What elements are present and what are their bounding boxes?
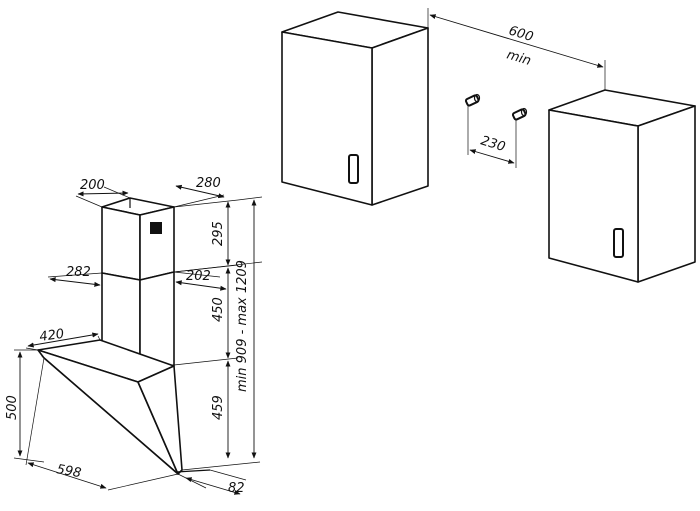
dimension-cabinet-gap: 600 min (427, 8, 606, 90)
cabinet-right-handle (613, 228, 624, 258)
wall-brackets: 230 (464, 93, 528, 168)
bracket-right-icon (511, 107, 528, 121)
vent-grille-icon (150, 222, 162, 234)
label-total-height-range: min 909 - max 1209 (235, 260, 250, 392)
dimension-hood: 420 500 598 82 (5, 327, 247, 496)
label-chimney-lower-height: 450 (211, 297, 226, 322)
cabinet-right-side (637, 105, 696, 283)
dimension-vertical-stack: 295 450 459 min 909 - max 1209 (173, 196, 263, 471)
label-bottom-offset: 82 (228, 481, 245, 496)
chimney-upper-side (139, 206, 175, 281)
label-hood-depth: 420 (38, 327, 65, 345)
chimney-upper-front (101, 206, 141, 281)
cabinet-left-handle (348, 154, 359, 184)
label-hood-width: 598 (55, 462, 82, 481)
label-hood-width-top: 280 (196, 176, 221, 191)
dimension-chimney-middle: 282 202 (47, 265, 227, 291)
bracket-left-icon (464, 93, 481, 107)
cabinet-right-front (548, 109, 639, 283)
label-cabinet-gap-min: min (505, 47, 533, 69)
label-cabinet-gap: 600 (507, 23, 535, 45)
cabinet-left-side (371, 27, 429, 206)
label-hood-height: 500 (5, 395, 20, 420)
label-bracket-spacing: 230 (479, 133, 507, 155)
label-chimney-lower-depth: 282 (66, 265, 91, 280)
hood-chimney (101, 197, 175, 373)
label-chimney-upper-height: 295 (211, 221, 226, 246)
wall-cabinet-left (281, 11, 429, 206)
label-chimney-lower-width: 202 (186, 269, 211, 284)
wall-cabinet-right (548, 89, 696, 283)
label-chimney-depth: 200 (80, 178, 105, 193)
label-hood-lower-height: 459 (211, 395, 226, 420)
dimension-chimney-top: 200 280 (75, 176, 225, 208)
hood-body (37, 339, 211, 475)
